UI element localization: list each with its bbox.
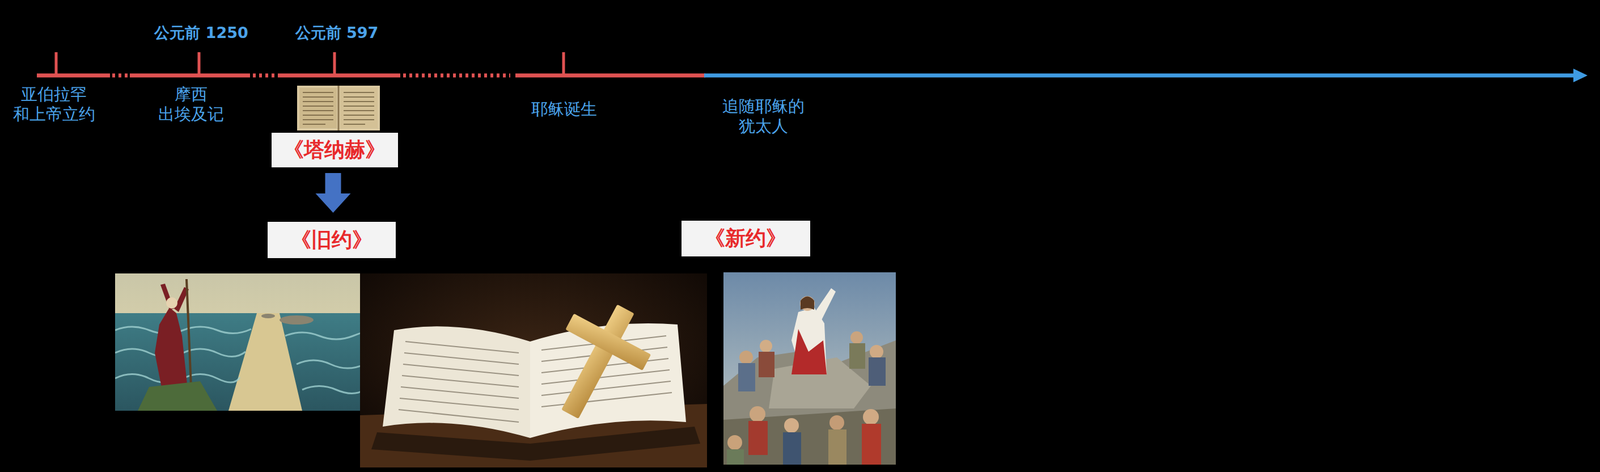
timeline [0, 0, 1600, 91]
moses-painting [115, 273, 365, 411]
event-label: 亚伯拉罕 和上帝立约 [13, 84, 96, 125]
event-label: 耶稣诞生 [531, 99, 598, 120]
book-title: 《塔纳赫》 [283, 136, 386, 164]
book-title: 《旧约》 [290, 226, 373, 255]
title-box: 《旧约》 [267, 221, 396, 258]
year-label: 公元前 597 [295, 23, 379, 42]
year-label: 公元前 1250 [154, 23, 249, 42]
down-arrow [315, 172, 351, 213]
scroll-image [297, 85, 380, 131]
title-box: 《塔纳赫》 [271, 132, 399, 168]
title-box: 《新约》 [681, 220, 811, 257]
event-label: 追随耶稣的 犹太人 [722, 96, 805, 137]
sermon-painting [723, 272, 896, 465]
book-title: 《新约》 [704, 224, 787, 253]
bible-photo [360, 273, 708, 468]
event-label: 摩西 出埃及记 [158, 84, 224, 125]
